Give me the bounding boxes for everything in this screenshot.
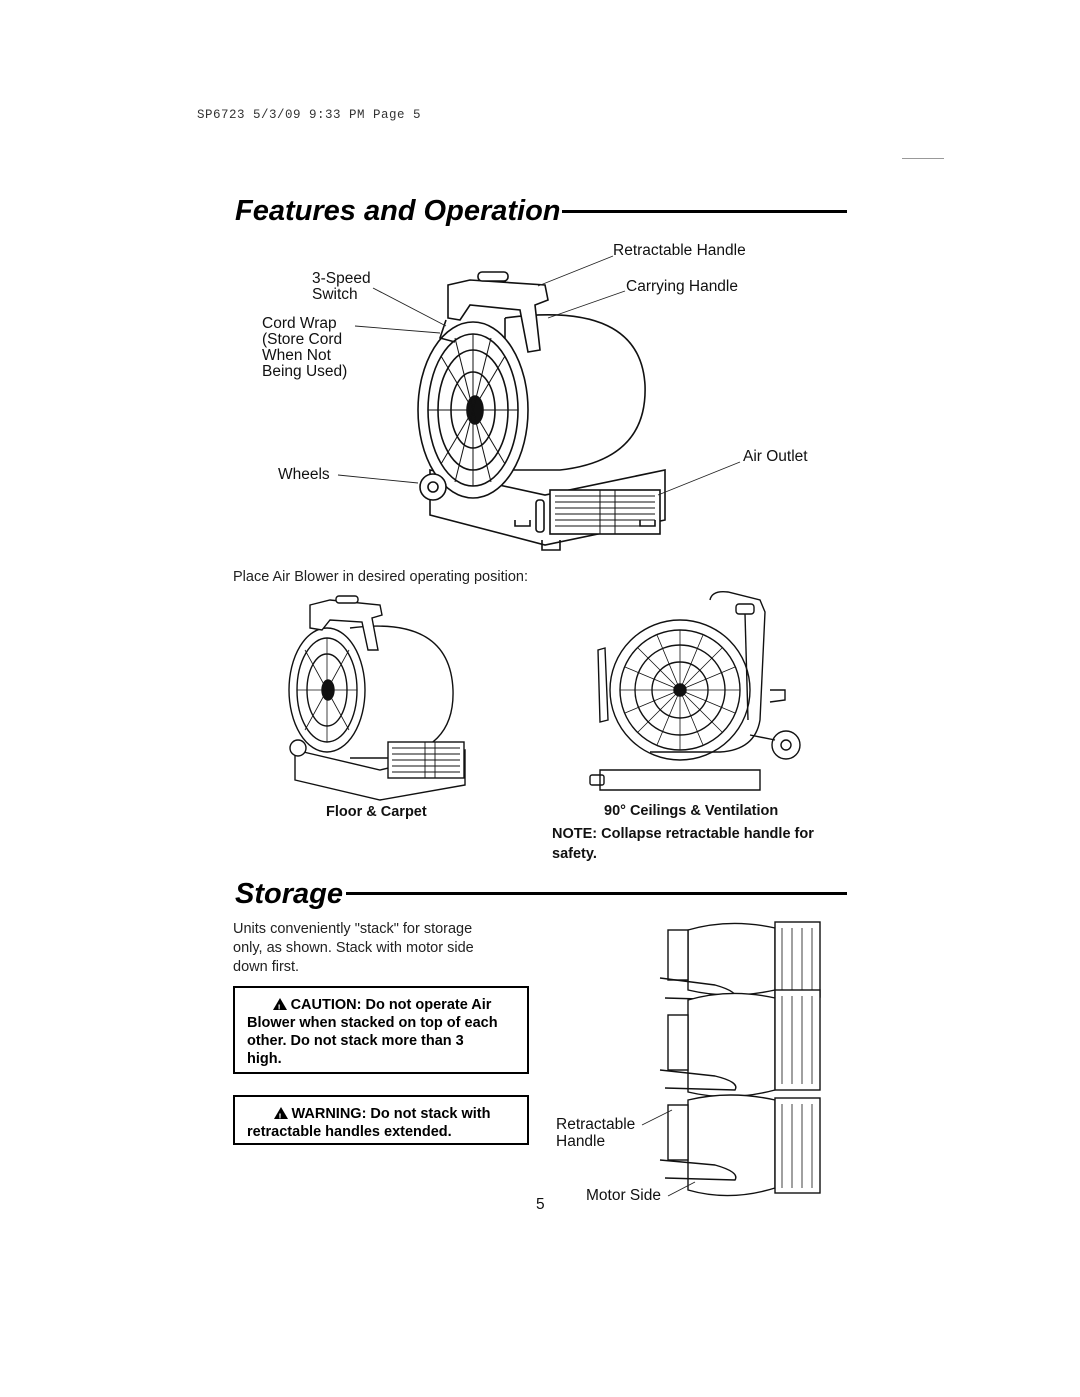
print-header: SP6723 5/3/09 9:33 PM Page 5 [197,108,422,122]
features-title-rule [562,210,847,213]
label-air-outlet: Air Outlet [743,448,808,465]
label-cord-wrap-4: Being Used) [262,363,348,380]
caution-box: CAUTION: Do not operate Air Blower when … [233,986,529,1074]
caution-line-3: other. Do not stack more than 3 [247,1033,464,1049]
label-retractable-2: Handle [556,1133,606,1150]
warning-box: WARNING: Do not stack with retractable h… [233,1095,529,1145]
storage-text-3: down first. [233,959,300,975]
label-cord-wrap-3: When Not [262,347,331,364]
ceiling-position-illustration [589,590,801,791]
label-speed-switch-1: 3-Speed [312,270,371,287]
features-title: Features and Operation [235,195,561,227]
warning-triangle-icon [273,1107,288,1126]
crop-mark [902,158,944,159]
main-air-blower-illustration [337,255,741,551]
caution-line-1: CAUTION: Do not operate Air [247,996,517,1017]
caution-line-4: high. [247,1051,282,1067]
label-wheels: Wheels [278,466,330,483]
storage-title-rule [346,892,847,895]
label-cord-wrap-1: Cord Wrap [262,315,337,332]
storage-text-1: Units conveniently "stack" for storage [233,921,473,937]
label-cord-wrap-2: (Store Cord [262,331,343,348]
floor-position-illustration [288,595,466,801]
note-line-2: safety. [552,846,597,862]
label-floor-carpet: Floor & Carpet [326,804,427,820]
stacked-blowers-illustration [641,921,821,1197]
warning-line-2: retractable handles extended. [247,1124,452,1140]
label-retractable-handle: Retractable Handle [613,242,746,259]
caution-line-2: Blower when stacked on top of each [247,1015,498,1031]
instruction-text: Place Air Blower in desired operating po… [233,569,528,585]
label-motor-side: Motor Side [586,1187,661,1204]
note-line-1: NOTE: Collapse retractable handle for [552,826,814,842]
label-speed-switch-2: Switch [312,286,358,303]
storage-title: Storage [235,878,343,910]
label-retractable-1: Retractable [556,1116,636,1133]
label-ceilings-ventilation: 90° Ceilings & Ventilation [604,803,779,819]
label-carrying-handle: Carrying Handle [626,278,738,295]
warning-line-1: WARNING: Do not stack with [247,1105,517,1126]
page-number: 5 [536,1196,545,1213]
storage-text-2: only, as shown. Stack with motor side [233,940,474,956]
warning-triangle-icon [272,998,287,1017]
